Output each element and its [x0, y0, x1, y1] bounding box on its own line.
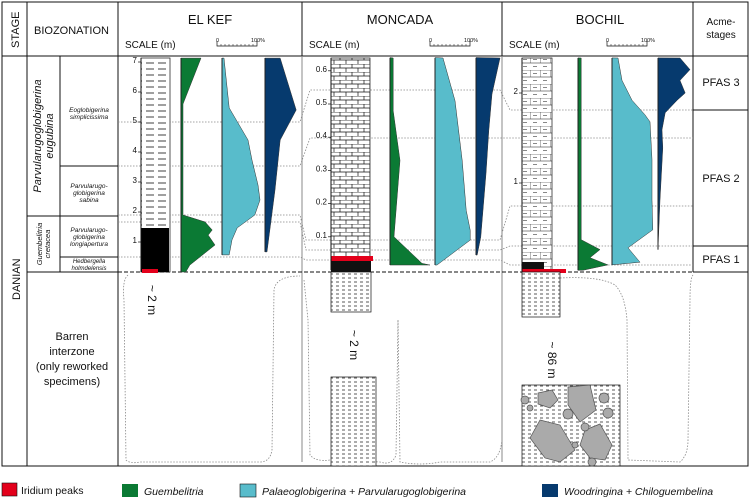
percent-scale-zero: 0	[429, 38, 432, 44]
woodringina-abundance-curve	[264, 57, 297, 253]
svg-text:cretacea: cretacea	[43, 230, 52, 259]
iridium-peak	[331, 256, 373, 261]
svg-text:longiapertura: longiapertura	[70, 241, 108, 248]
gap-thickness-label: ~ 86 m	[545, 341, 559, 378]
scale-tick-label: 3	[133, 176, 138, 185]
scale-tick-label: 2	[514, 87, 519, 96]
palaeoglobigerina-abundance-curve	[611, 57, 654, 266]
scale-tick-label: 2	[133, 206, 138, 215]
scale-tick-label: 7	[133, 56, 138, 65]
barren-interzone: Barren interzone (only reworked specimen…	[36, 331, 108, 388]
stage-name: DANIAN	[11, 258, 23, 300]
acme-header-line1: Acme-	[707, 17, 736, 28]
legend-swatch-guembelitria	[122, 484, 138, 497]
legend-swatch-palaeoglobigerina	[239, 483, 257, 498]
scale-tick-label: 0.3	[316, 164, 328, 173]
scale-label: SCALE (m)	[125, 40, 176, 51]
percent-scale-full: 100%	[641, 38, 655, 44]
svg-text:Hedbergella: Hedbergella	[73, 259, 106, 265]
section-el-kef: EL KEF SCALE (m) 0 100% 1 2 3 4 5 6 7 ~ 2 m	[125, 12, 297, 315]
svg-text:holmdelensis: holmdelensis	[71, 266, 106, 272]
acme-pfas2: PFAS 2	[702, 173, 739, 185]
zone-cretacea: Guembelitria cretacea	[35, 223, 52, 266]
subzone-holmdelensis: Hedbergella holmdelensis	[71, 259, 106, 272]
guembelitria-abundance-curve	[389, 57, 431, 266]
black-clay-layer	[331, 260, 371, 272]
section-title: EL KEF	[188, 12, 232, 27]
legend-swatch-iridium	[1, 482, 18, 497]
svg-text:eugubina: eugubina	[44, 113, 56, 158]
svg-text:globigerina: globigerina	[73, 234, 105, 241]
guembelitria-abundance-curve	[577, 57, 609, 271]
svg-text:globigerina: globigerina	[73, 190, 105, 197]
iridium-peak	[142, 269, 158, 273]
percent-scale-zero: 0	[216, 38, 219, 44]
scale-tick-label: 0.5	[316, 98, 328, 107]
svg-text:interzone: interzone	[49, 346, 94, 358]
scale-tick-label: 0.2	[316, 198, 328, 207]
legend-label-woodringina: Woodringina + Chiloguembelina	[564, 486, 713, 498]
scale-label: SCALE (m)	[509, 40, 560, 51]
subzone-simplicissima: Eoglobigerina simplicissima	[69, 107, 109, 121]
conglomerate-clasts	[520, 384, 614, 467]
svg-text:simplicissima: simplicissima	[70, 114, 109, 121]
legend-label-palaeoglobigerina: Palaeoglobigerina + Parvularugoglobigeri…	[262, 486, 466, 498]
palaeoglobigerina-abundance-curve	[221, 57, 261, 256]
svg-text:Guembelitria: Guembelitria	[35, 223, 44, 266]
svg-text:(only reworked: (only reworked	[36, 361, 108, 373]
percent-scale-full: 100%	[251, 38, 265, 44]
percent-scale-zero: 0	[606, 38, 609, 44]
svg-text:Parvularugoglobigerina: Parvularugoglobigerina	[32, 79, 44, 192]
iridium-peak	[522, 269, 566, 273]
scale-tick-label: 5	[133, 116, 138, 125]
black-clay-layer	[141, 228, 169, 272]
woodringina-abundance-curve	[475, 57, 501, 256]
palaeoglobigerina-abundance-curve	[434, 57, 471, 266]
acme-header-line2: stages	[706, 30, 735, 41]
legend-label-guembelitria: Guembelitria	[144, 486, 204, 498]
scale-tick-label: 1	[133, 236, 138, 245]
moncada-lower-lithology	[330, 271, 377, 467]
section-bochil: BOCHIL SCALE (m) 0 100% 1 2 ~ 86 m	[509, 12, 691, 379]
svg-text:specimens): specimens)	[44, 376, 100, 388]
biozonation-header: BIOZONATION	[34, 25, 109, 37]
black-clay-layer	[522, 262, 544, 272]
subzone-longiapertura: Parvularugo- globigerina longiapertura	[70, 227, 108, 248]
scale-tick-label: 4	[133, 146, 138, 155]
scale-tick-label: 1	[514, 177, 519, 186]
percent-scale-full: 100%	[464, 38, 478, 44]
stage-header: STAGE	[10, 12, 22, 48]
section-moncada: MONCADA SCALE (m) 0 100% 0.1 0.2 0.3 0.4 0.5 0.6 ~…	[309, 12, 501, 360]
section-title: MONCADA	[367, 12, 434, 27]
lithology-column	[521, 57, 553, 274]
acme-pfas1: PFAS 1	[702, 254, 739, 266]
svg-text:Eoglobigerina: Eoglobigerina	[69, 107, 109, 114]
woodringina-abundance-curve	[657, 57, 691, 250]
svg-text:Barren: Barren	[55, 331, 88, 343]
scale-tick-label: 0.4	[316, 131, 328, 140]
svg-text:Parvularugo-: Parvularugo-	[70, 183, 108, 190]
legend-swatch-woodringina	[542, 484, 558, 497]
svg-text:Parvularugo-: Parvularugo-	[70, 227, 108, 234]
scale-tick-label: 0.1	[316, 231, 328, 240]
scale-tick-label: 0.6	[316, 65, 328, 74]
legend-label-iridium: Iridium peaks	[21, 485, 83, 497]
subzone-sabina: Parvularugo- globigerina sabina	[70, 183, 108, 204]
zone-eugubina: Parvularugoglobigerina eugubina	[32, 79, 56, 192]
scale-tick-label: 6	[133, 86, 138, 95]
bochil-lower-lithology	[520, 271, 621, 467]
scale-label: SCALE (m)	[309, 40, 360, 51]
guembelitria-abundance-curve	[180, 57, 216, 273]
section-title: BOCHIL	[576, 12, 624, 27]
legend: Iridium peaks Guembelitria Palaeoglobige…	[1, 482, 713, 498]
svg-text:sabina: sabina	[79, 197, 99, 204]
acme-pfas3: PFAS 3	[702, 77, 739, 89]
gap-thickness-label: ~ 2 m	[145, 285, 159, 315]
lithology-column	[330, 57, 371, 271]
gap-thickness-label: ~ 2 m	[347, 330, 361, 360]
